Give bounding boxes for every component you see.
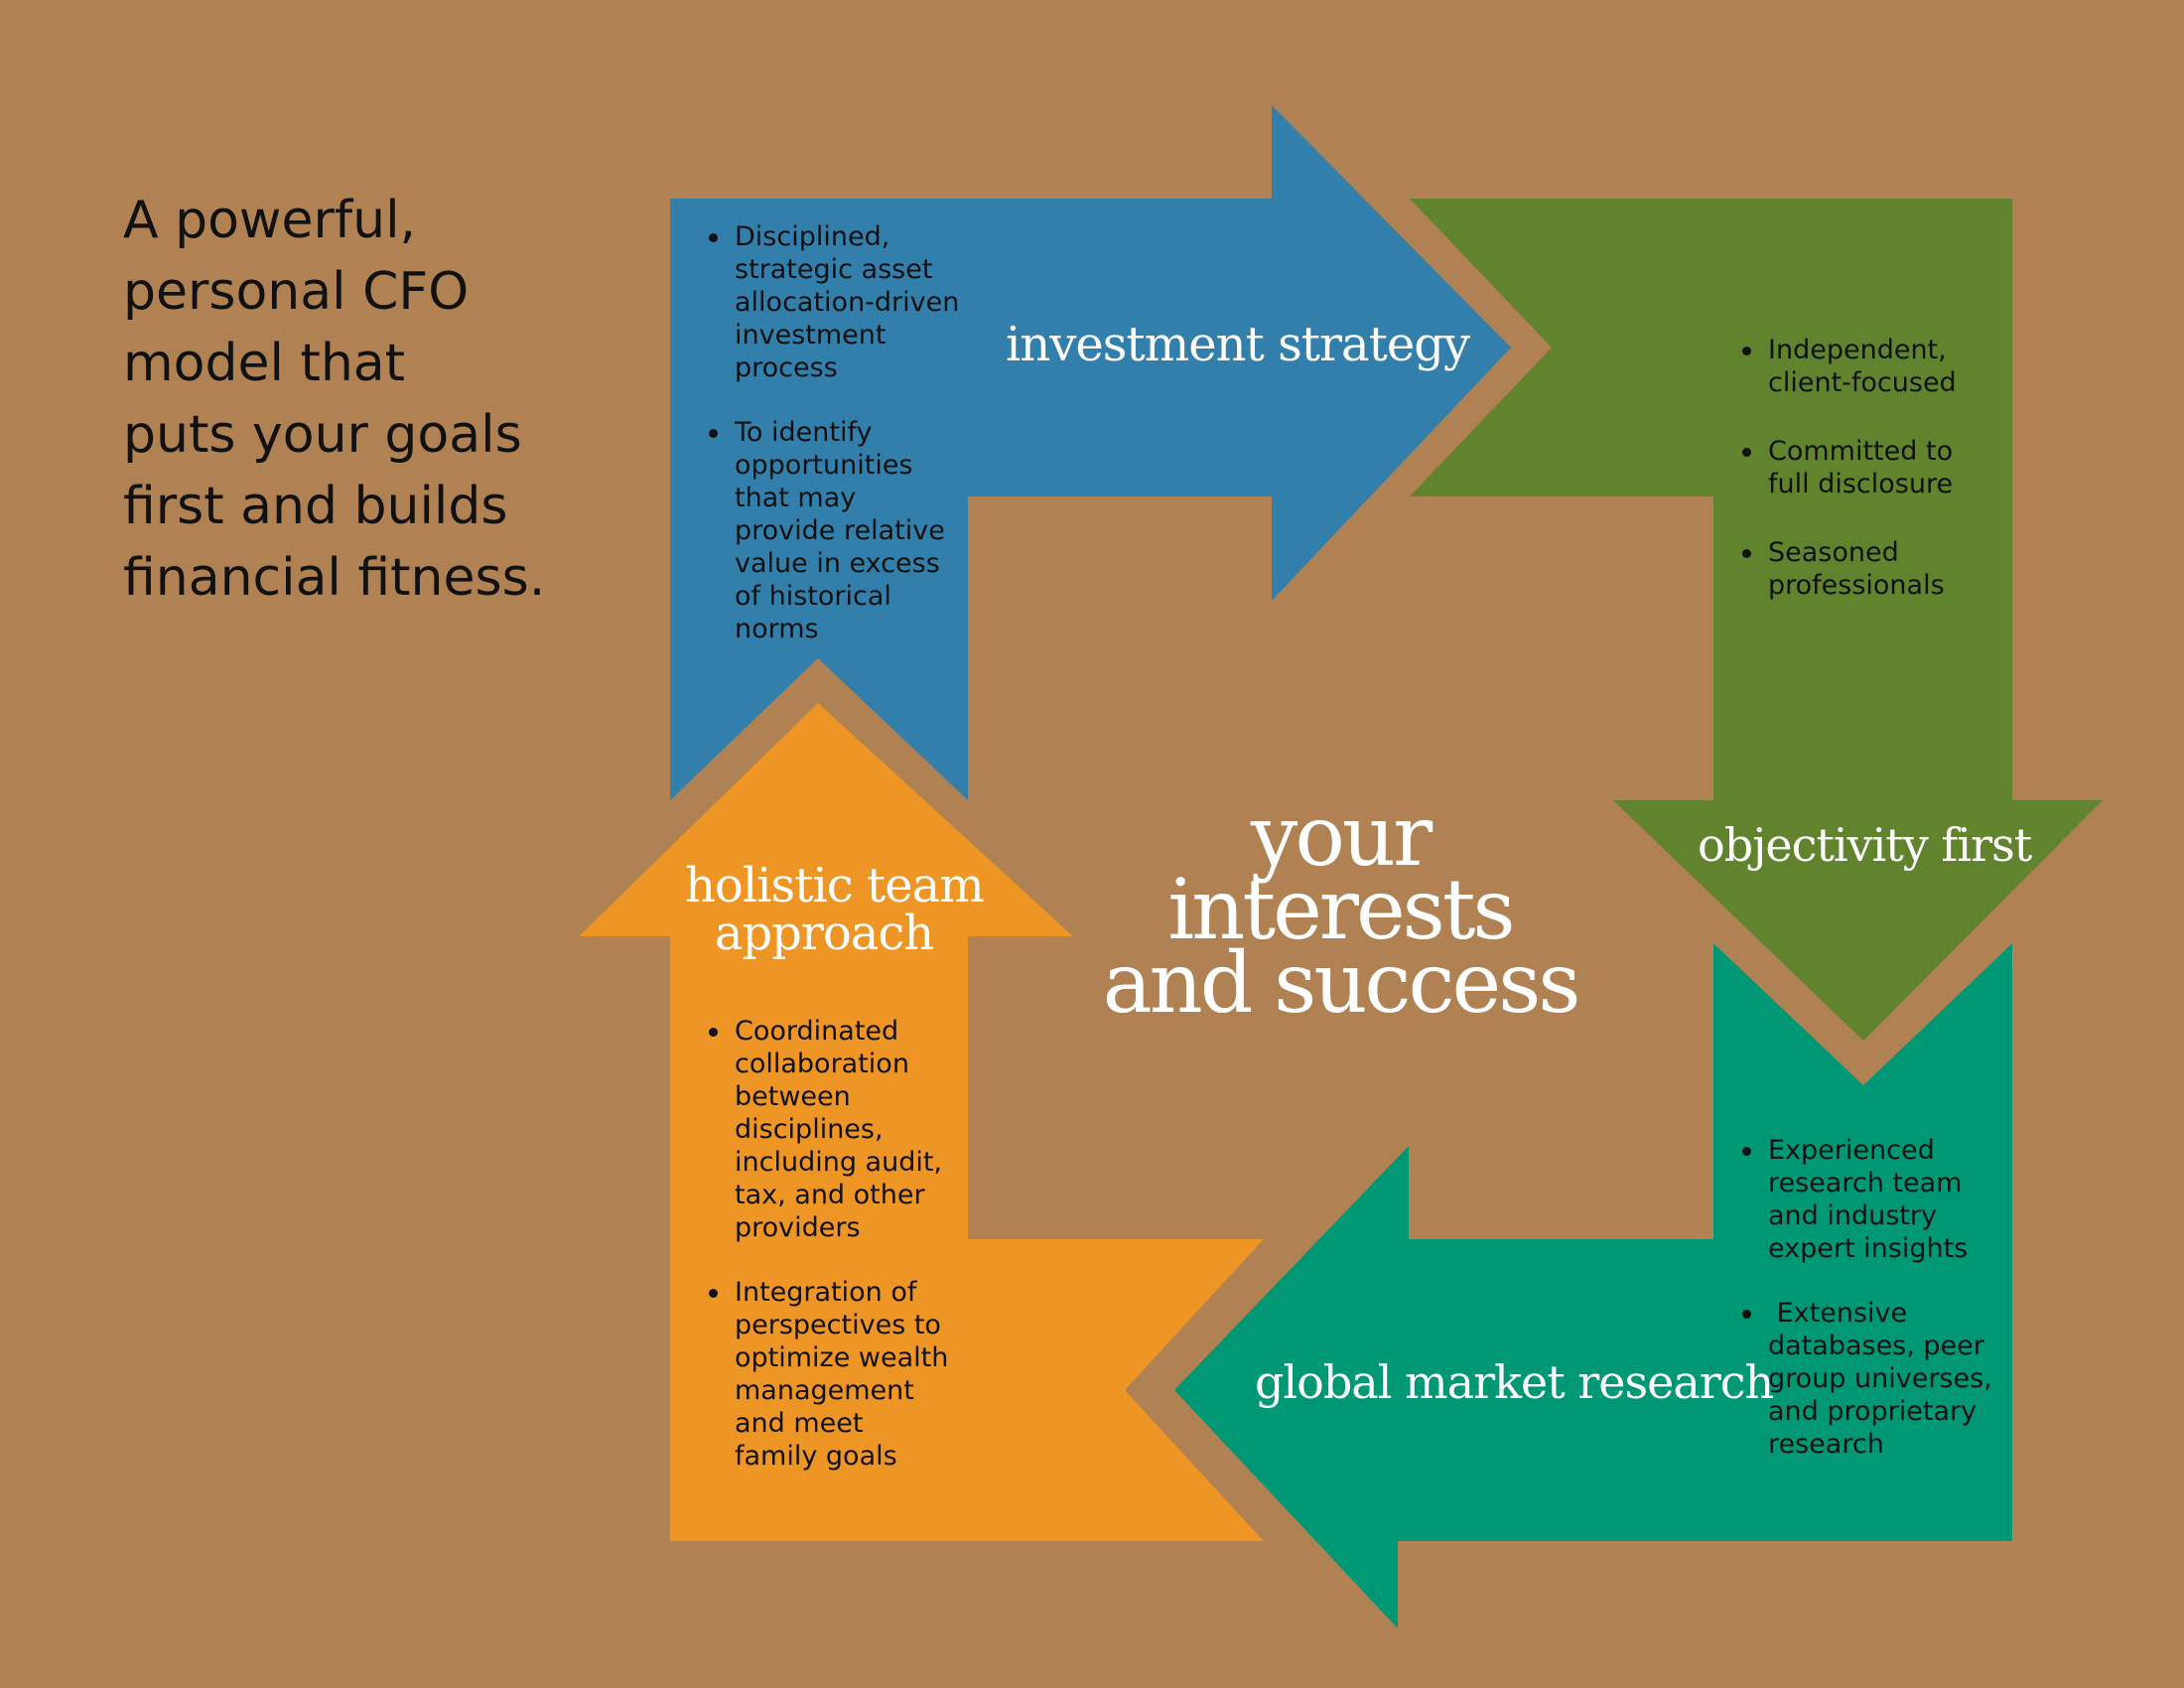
research-bullets: Experienced research team and industry e… bbox=[1740, 1134, 1992, 1492]
objectivity-title: objectivity first bbox=[1698, 818, 2032, 872]
center-line: and success bbox=[1102, 934, 1581, 1032]
intro-line: model that bbox=[123, 334, 406, 393]
investment-title: investment strategy bbox=[1006, 317, 1470, 372]
holistic-bullet: Coordinated collaboration between discip… bbox=[707, 1015, 948, 1244]
intro-statement: A powerful, personal CFO model that puts… bbox=[123, 185, 580, 614]
research-title: global market research bbox=[1255, 1355, 1774, 1409]
objectivity-bullet: Committed to full disclosure bbox=[1740, 435, 1957, 500]
intro-line: financial fitness. bbox=[123, 548, 546, 608]
research-bullet: Extensive databases, peer group universe… bbox=[1740, 1297, 1992, 1461]
investment-bullet: Disciplined, strategic asset allocation-… bbox=[707, 220, 959, 384]
intro-line: A powerful, bbox=[123, 191, 417, 250]
center-line: your interests bbox=[1167, 787, 1515, 958]
objectivity-arrow bbox=[1410, 199, 2103, 1041]
investment-bullets: Disciplined, strategic asset allocation-… bbox=[707, 220, 959, 677]
center-statement: your interests and success bbox=[1082, 787, 1598, 1032]
research-bullet: Experienced research team and industry e… bbox=[1740, 1134, 1992, 1265]
intro-line: personal CFO bbox=[123, 262, 470, 322]
objectivity-bullet: Independent, client-focused bbox=[1740, 334, 1957, 399]
intro-line: puts your goals bbox=[123, 405, 522, 465]
holistic-bullets: Coordinated collaboration between discip… bbox=[707, 1015, 948, 1504]
objectivity-bullet: Seasoned professionals bbox=[1740, 536, 1957, 602]
intro-line: first and builds bbox=[123, 477, 508, 536]
holistic-arrow bbox=[579, 703, 1264, 1541]
investment-arrow bbox=[670, 105, 1511, 800]
investment-bullet: To identify opportunities that may provi… bbox=[707, 416, 959, 645]
objectivity-bullets: Independent, client-focused Committed to… bbox=[1740, 334, 1957, 633]
holistic-bullet: Integration of perspectives to optimize … bbox=[707, 1276, 948, 1473]
holistic-title: holistic team approach bbox=[685, 858, 985, 961]
research-arrow bbox=[1174, 943, 2012, 1628]
